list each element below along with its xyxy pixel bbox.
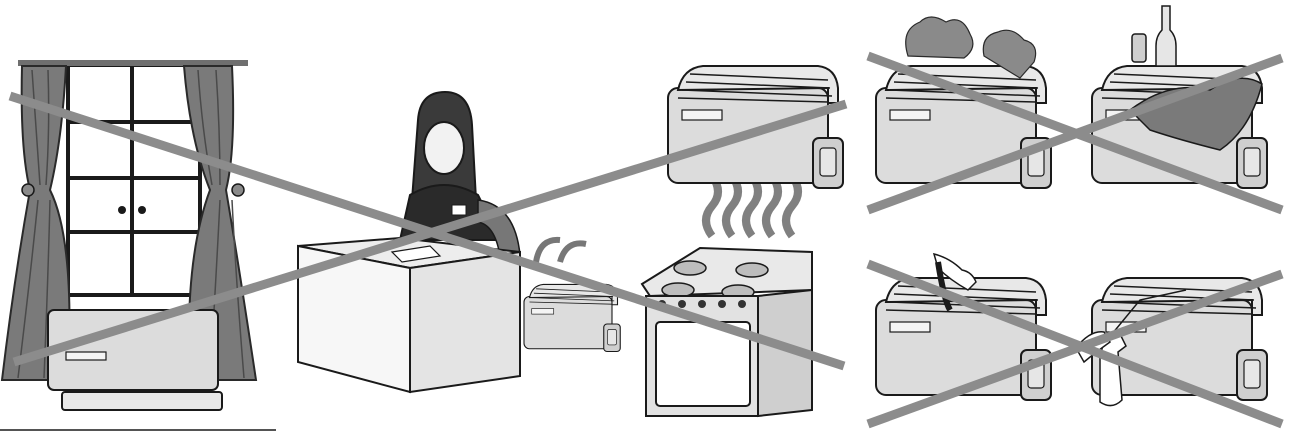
air-conditioner-unit — [668, 66, 843, 188]
desk-woman-panel — [298, 66, 843, 416]
air-conditioner-unit — [876, 66, 1051, 188]
bottle-icon — [1156, 6, 1176, 66]
can-icon — [1132, 34, 1146, 62]
heat-waves — [706, 176, 798, 236]
window — [68, 65, 200, 295]
plants-panel — [876, 17, 1051, 188]
air-conditioner-unit — [524, 284, 620, 351]
curtains-panel — [0, 60, 276, 430]
